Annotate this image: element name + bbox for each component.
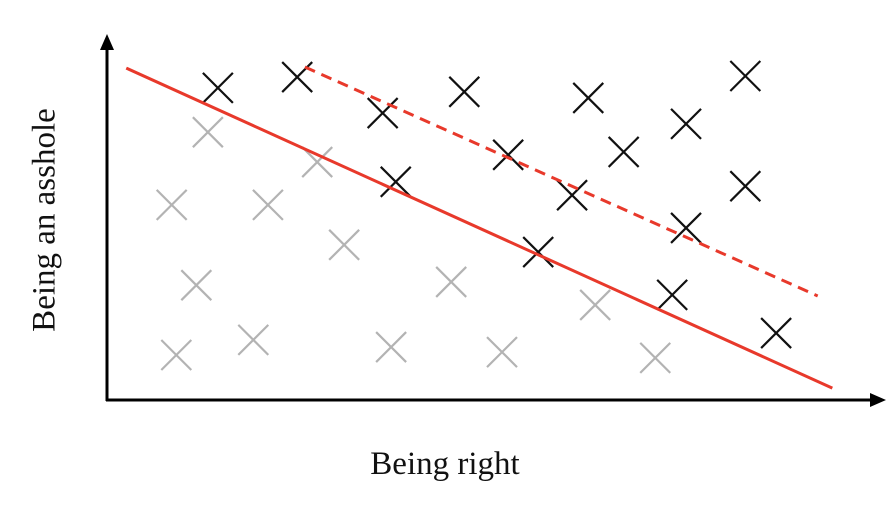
point-black [729, 60, 762, 92]
point-gray [252, 189, 284, 221]
point-black [379, 166, 412, 198]
point-gray [639, 342, 672, 374]
x-axis-arrow [870, 393, 886, 407]
point-gray [301, 146, 333, 178]
dashed-boundary-line [304, 65, 819, 298]
point-black [572, 82, 605, 114]
point-gray [192, 116, 224, 148]
point-black [556, 179, 588, 211]
point-black [492, 139, 524, 171]
point-black [607, 136, 640, 168]
solid-boundary-line [125, 66, 833, 390]
y-axis-label: Being an asshole [26, 108, 63, 332]
point-black [366, 97, 399, 129]
point-gray [486, 336, 518, 368]
point-black [760, 317, 792, 349]
point-gray [328, 229, 360, 261]
point-gray [579, 289, 611, 321]
point-black [729, 170, 762, 202]
y-axis-arrow [100, 34, 114, 50]
point-gray [435, 266, 467, 298]
point-gray [160, 339, 193, 371]
point-black [670, 108, 702, 140]
point-gray [155, 189, 188, 221]
point-black [202, 72, 234, 104]
point-black [448, 76, 481, 108]
point-black [656, 279, 688, 311]
point-black [670, 212, 702, 244]
point-gray [180, 269, 213, 301]
point-black [281, 61, 313, 93]
point-gray [237, 324, 270, 356]
point-gray [375, 331, 407, 363]
x-axis-label: Being right [370, 446, 520, 482]
point-black [522, 236, 554, 268]
